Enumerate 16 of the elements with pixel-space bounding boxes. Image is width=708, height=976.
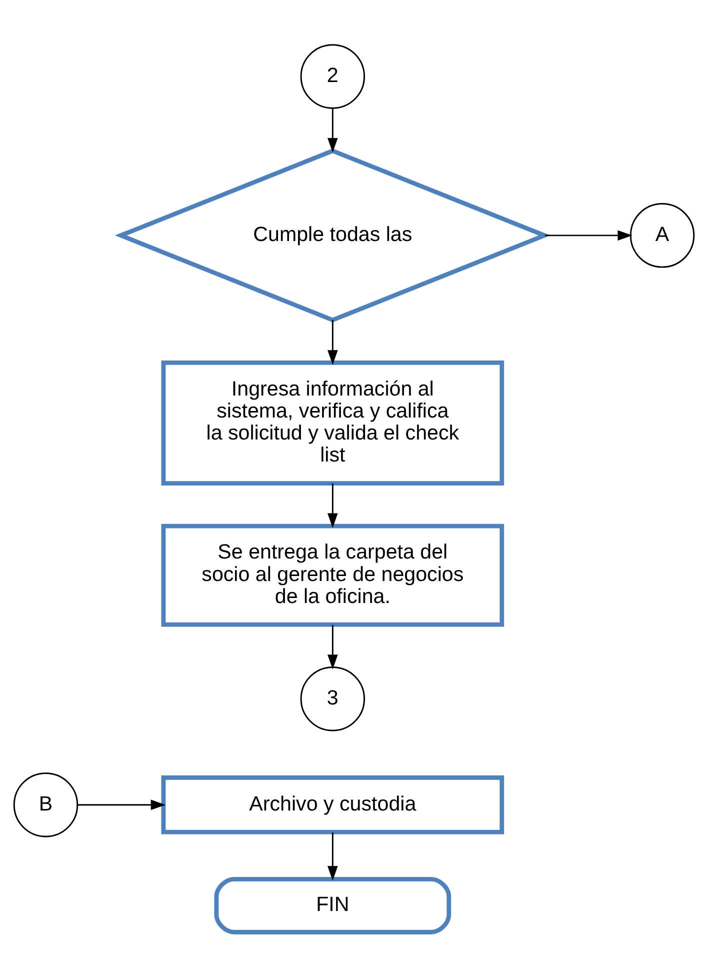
arrow [78, 799, 166, 810]
arrow [328, 108, 338, 152]
node-circle: 2 [300, 44, 366, 108]
node-circle: 3 [300, 666, 366, 731]
arrow [545, 230, 632, 240]
arrow [328, 320, 338, 364]
node-box: Archivo y custodia [161, 774, 504, 834]
node-box: FIN [214, 876, 452, 934]
node-box: Ingresa información al sistema, verifica y califica la solicitud y valida el check list [161, 360, 504, 486]
node-circle: B [13, 772, 78, 837]
node-diamond: Cumple todas las [114, 148, 550, 322]
arrow [328, 483, 338, 528]
node-circle: A [630, 202, 695, 268]
arrow [328, 832, 338, 880]
node-box: Se entrega la carpeta del socio al gerente de negocios de la oficina. [161, 523, 504, 626]
arrow [328, 624, 338, 669]
